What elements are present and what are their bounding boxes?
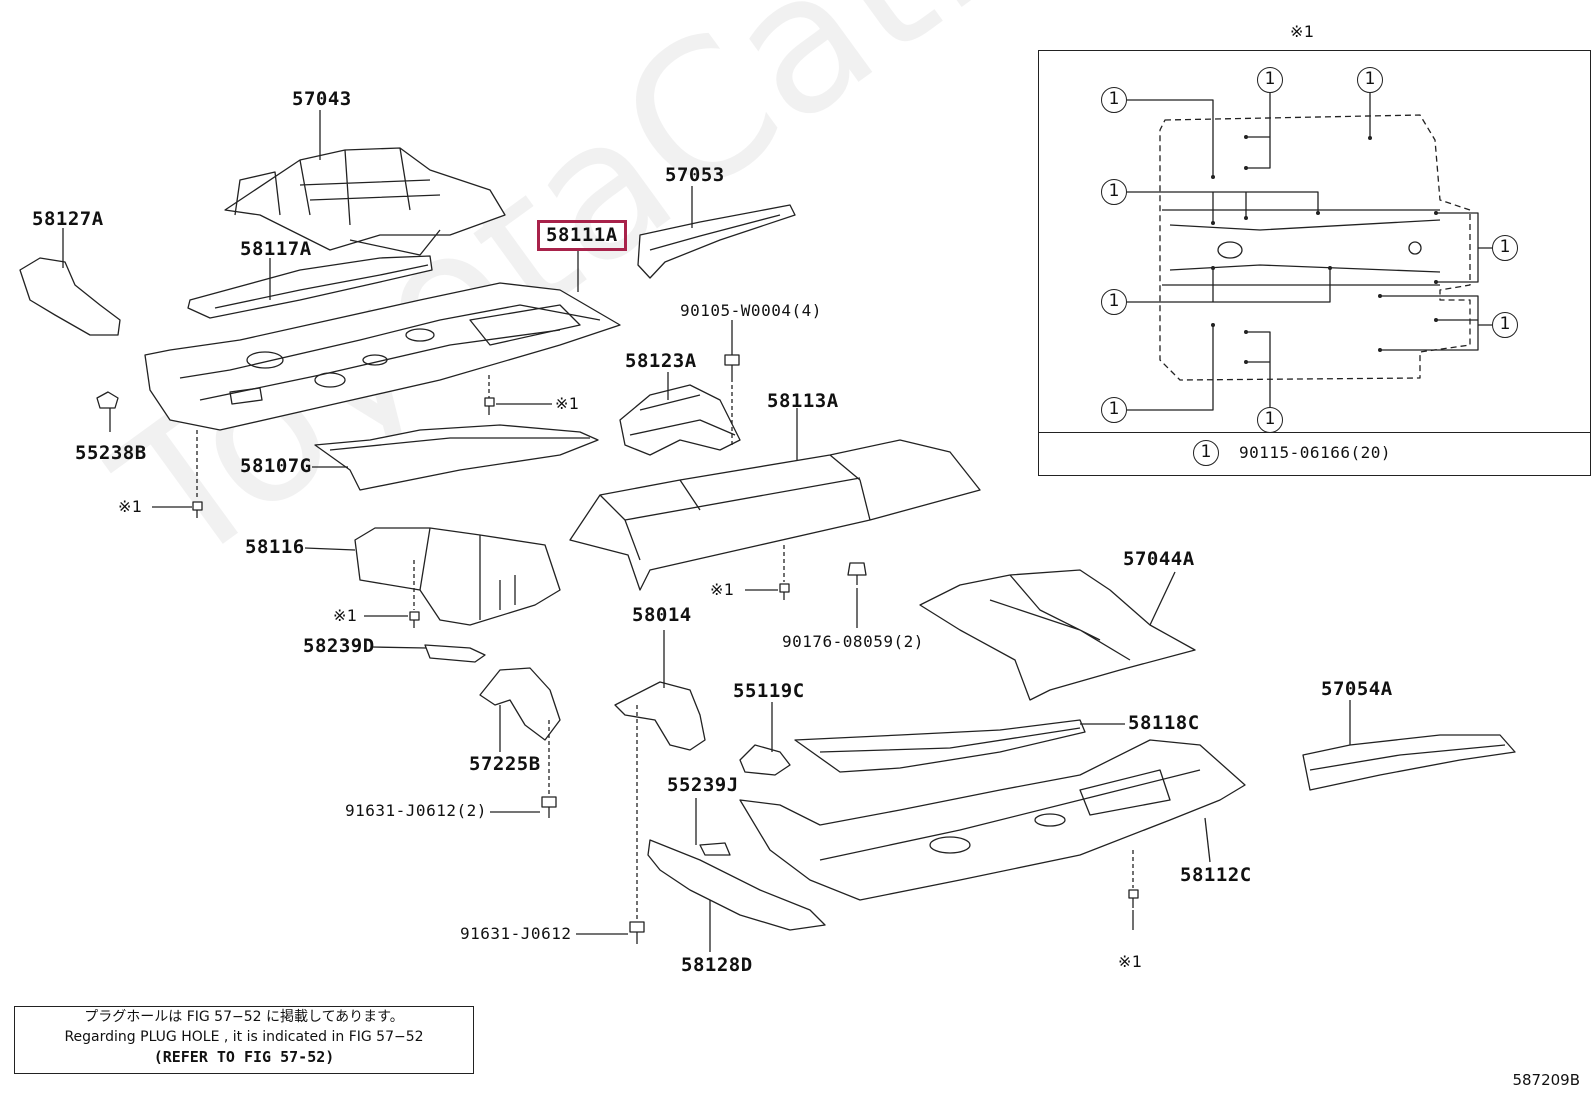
plug-hole-note: プラグホールは FIG 57−52 に掲載してあります。 Regarding P…	[14, 1006, 474, 1074]
part-shape-58107G	[314, 424, 599, 491]
part-shape-58117A	[187, 255, 433, 319]
part-shape-55239J	[699, 842, 731, 856]
part-label-58116[interactable]: 58116	[245, 536, 305, 558]
part-shape-57054A	[1302, 734, 1516, 791]
part-label-90176-08059[interactable]: 90176-08059(2)	[782, 632, 924, 651]
part-shape-55238B	[96, 391, 119, 409]
part-label-55119C[interactable]: 55119C	[733, 680, 805, 702]
inset-callout-2: 1	[1257, 67, 1283, 93]
part-label-58111A[interactable]: 58111A	[537, 220, 627, 251]
inset-callout-5: 1	[1492, 235, 1518, 261]
part-label-57225B[interactable]: 57225B	[469, 753, 541, 775]
inset-legend-circle: 1	[1193, 440, 1219, 466]
part-label-57053[interactable]: 57053	[665, 164, 725, 186]
mark-ref-5: ※1	[1118, 952, 1143, 971]
part-label-58113A[interactable]: 58113A	[767, 390, 839, 412]
inset-box: 1 90115-06166(20)	[1038, 50, 1591, 476]
part-shape-58112C	[739, 739, 1246, 901]
part-label-90105-W0004[interactable]: 90105-W0004(4)	[680, 301, 822, 320]
part-label-55239J[interactable]: 55239J	[667, 774, 739, 796]
part-label-58107G[interactable]: 58107G	[240, 455, 312, 477]
inset-callout-3: 1	[1357, 67, 1383, 93]
part-shape-58014	[614, 681, 706, 751]
part-label-57054A[interactable]: 57054A	[1321, 678, 1393, 700]
part-shape-57043	[224, 147, 506, 256]
part-shape-57044A	[919, 569, 1196, 701]
part-label-57044A[interactable]: 57044A	[1123, 548, 1195, 570]
inset-callout-8: 1	[1101, 397, 1127, 423]
inset-floor-sketch	[1127, 92, 1492, 420]
fasteners	[192, 397, 1139, 944]
part-label-58014[interactable]: 58014	[632, 604, 692, 626]
part-label-58127A[interactable]: 58127A	[32, 208, 104, 230]
mark-ref-3: ※1	[333, 606, 358, 625]
part-shape-55119C	[739, 744, 791, 776]
inset-legend-part[interactable]: 90115-06166(20)	[1239, 443, 1391, 462]
part-shape-58118C	[794, 719, 1086, 773]
part-shape-57053	[637, 204, 796, 279]
part-label-58128D[interactable]: 58128D	[681, 954, 753, 976]
part-label-57043[interactable]: 57043	[292, 88, 352, 110]
part-label-55238B[interactable]: 55238B	[75, 442, 147, 464]
part-label-58117A[interactable]: 58117A	[240, 238, 312, 260]
part-label-58112C[interactable]: 58112C	[1180, 864, 1252, 886]
inset-callout-4: 1	[1101, 179, 1127, 205]
mark-ref-1: ※1	[555, 394, 580, 413]
part-shape-58111A	[144, 282, 621, 431]
part-label-91631-J0612[interactable]: 91631-J0612	[460, 924, 572, 943]
inset-mark: ※1	[1290, 22, 1315, 41]
note-line-ref[interactable]: (REFER TO FIG 57-52)	[153, 1048, 335, 1066]
inset-callout-9: 1	[1257, 407, 1283, 433]
part-shape-58123A	[619, 384, 741, 456]
part-shape-58128D	[647, 839, 826, 931]
part-shape-58116	[354, 527, 561, 626]
part-shape-58127A	[19, 257, 121, 336]
part-label-58118C[interactable]: 58118C	[1128, 712, 1200, 734]
part-label-91631-J0612-2[interactable]: 91631-J0612(2)	[345, 801, 487, 820]
part-shape-57225B	[479, 667, 561, 741]
note-line-en: Regarding PLUG HOLE , it is indicated in…	[64, 1029, 424, 1045]
mark-ref-4: ※1	[710, 580, 735, 599]
bolt-90105	[724, 354, 740, 382]
part-label-58239D[interactable]: 58239D	[303, 635, 375, 657]
part-shape-58113A	[569, 439, 981, 591]
note-line-jp: プラグホールは FIG 57−52 に掲載してあります。	[84, 1009, 404, 1025]
inset-callout-7: 1	[1492, 312, 1518, 338]
part-label-58123A[interactable]: 58123A	[625, 350, 697, 372]
figure-number: 587209B	[1512, 1071, 1580, 1089]
mark-ref-2: ※1	[118, 497, 143, 516]
inset-callout-1: 1	[1101, 87, 1127, 113]
part-shape-58239D	[424, 644, 486, 663]
inset-callout-6: 1	[1101, 289, 1127, 315]
inset-legend: 1 90115-06166(20)	[1039, 432, 1590, 475]
